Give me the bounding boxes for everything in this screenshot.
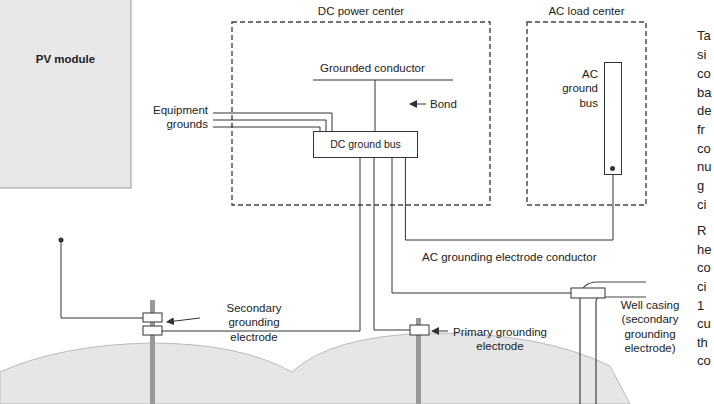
- pv-module: PV module: [0, 0, 131, 188]
- equipment-ground-wire: [213, 113, 332, 131]
- container-title: AC load center: [527, 4, 646, 18]
- ac-load-center-housing: [527, 22, 646, 205]
- bond-wire: [375, 80, 376, 131]
- cropped-text-fragment: R: [697, 223, 706, 239]
- node-label: AC ground bus: [554, 67, 598, 110]
- cropped-text-fragment: nu: [697, 159, 711, 175]
- pv-ground-wire: [61, 240, 145, 318]
- node-label: PV module: [0, 0, 131, 66]
- cropped-text-fragment: Ta: [697, 28, 711, 44]
- cropped-text-fragment: ci: [697, 197, 706, 213]
- rod-clamp: [410, 325, 429, 335]
- casing-clamp: [571, 288, 605, 298]
- rod-clamp: [143, 313, 162, 322]
- callout-pointer: [432, 331, 448, 332]
- cropped-text-fragment: 1: [697, 298, 704, 314]
- ground-conductor: [405, 158, 613, 240]
- rod-clamp: [143, 326, 162, 335]
- callout-pointer: [167, 318, 200, 322]
- callout-label: Secondary grounding electrode: [204, 301, 304, 344]
- well-casing-wire: [392, 158, 572, 293]
- equipment-ground-wire: [213, 120, 326, 131]
- cropped-text-fragment: si: [697, 47, 706, 63]
- cropped-text-fragment: cu: [697, 316, 711, 332]
- cropped-text-fragment: g: [697, 178, 704, 194]
- primary-electrode-wire: [374, 158, 412, 330]
- cropped-text-fragment: ba: [697, 85, 711, 101]
- cropped-text-fragment: co: [697, 260, 711, 276]
- cropped-text-fragment: th: [697, 335, 708, 351]
- equipment-grounds-label: Equipment grounds: [140, 103, 208, 132]
- bond-pointer: [410, 104, 426, 105]
- bus-terminal-dot: [610, 166, 615, 171]
- equipment-ground-wire: [213, 127, 320, 131]
- bond-label: Bond: [430, 97, 457, 111]
- connector-label: AC grounding electrode conductor: [420, 250, 599, 264]
- cropped-text-fragment: co: [697, 141, 711, 157]
- callout-label: Well casing (secondary grounding electro…: [608, 298, 692, 356]
- cropped-text-fragment: co: [697, 66, 711, 82]
- grounded-conductor-label: Grounded conductor: [320, 61, 425, 75]
- dc-power-center: DC power centerDC ground bus: [232, 22, 490, 205]
- cropped-text-fragment: fr: [697, 122, 705, 138]
- pv-module-panel: [0, 0, 131, 188]
- ac-ground-bus-bar: AC ground bus: [604, 62, 622, 175]
- ground-bus-box: DC ground bus: [313, 131, 418, 158]
- cropped-text-fragment: co: [697, 353, 711, 369]
- callout-label: Primary grounding electrode: [450, 325, 550, 354]
- cropped-text-fragment: ci: [697, 279, 706, 295]
- node-label: DC ground bus: [330, 138, 401, 151]
- cropped-text-fragment: he: [697, 242, 711, 258]
- container-title: DC power center: [232, 4, 490, 18]
- ac-load-center: AC load centerAC ground bus: [527, 22, 646, 205]
- grounded-conductor-bar: [313, 79, 453, 80]
- cropped-text-fragment: de: [697, 103, 711, 119]
- ground-mound: [0, 333, 630, 404]
